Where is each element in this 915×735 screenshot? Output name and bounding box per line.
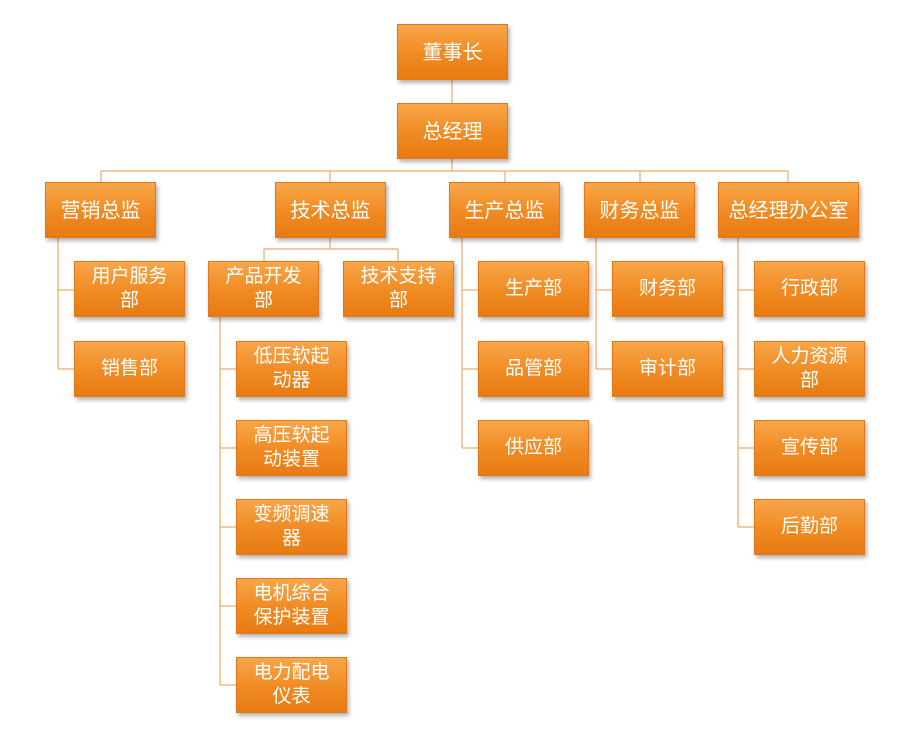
node-chairman: 董事长	[397, 24, 508, 80]
node-admin-dept: 行政部	[754, 261, 865, 317]
node-motor-protection: 电机综合 保护装置	[236, 578, 347, 634]
node-tech-support-dept: 技术支持 部	[343, 261, 454, 317]
node-product-dev-dept: 产品开发 部	[208, 261, 319, 317]
node-technology-director: 技术总监	[275, 182, 386, 238]
node-supply-dept: 供应部	[478, 420, 589, 476]
node-hr-dept: 人力资源 部	[754, 341, 865, 397]
node-production-dept: 生产部	[478, 261, 589, 317]
node-logistics-dept: 后勤部	[754, 499, 865, 555]
node-vfd: 变频调速 器	[236, 499, 347, 555]
node-finance-director: 财务总监	[584, 182, 695, 238]
node-customer-service-dept: 用户服务 部	[74, 261, 185, 317]
node-high-voltage-soft-starter: 高压软起 动装置	[236, 420, 347, 476]
node-marketing-director: 营销总监	[45, 182, 156, 238]
node-publicity-dept: 宣传部	[754, 420, 865, 476]
node-finance-dept: 财务部	[612, 261, 723, 317]
node-general-manager: 总经理	[397, 103, 508, 159]
node-gm-office: 总经理办公室	[718, 182, 859, 238]
node-power-meter: 电力配电 仪表	[236, 657, 347, 713]
node-sales-dept: 销售部	[74, 341, 185, 397]
node-quality-dept: 品管部	[478, 341, 589, 397]
node-production-director: 生产总监	[449, 182, 560, 238]
node-audit-dept: 审计部	[612, 341, 723, 397]
node-low-voltage-soft-starter: 低压软起 动器	[236, 341, 347, 397]
